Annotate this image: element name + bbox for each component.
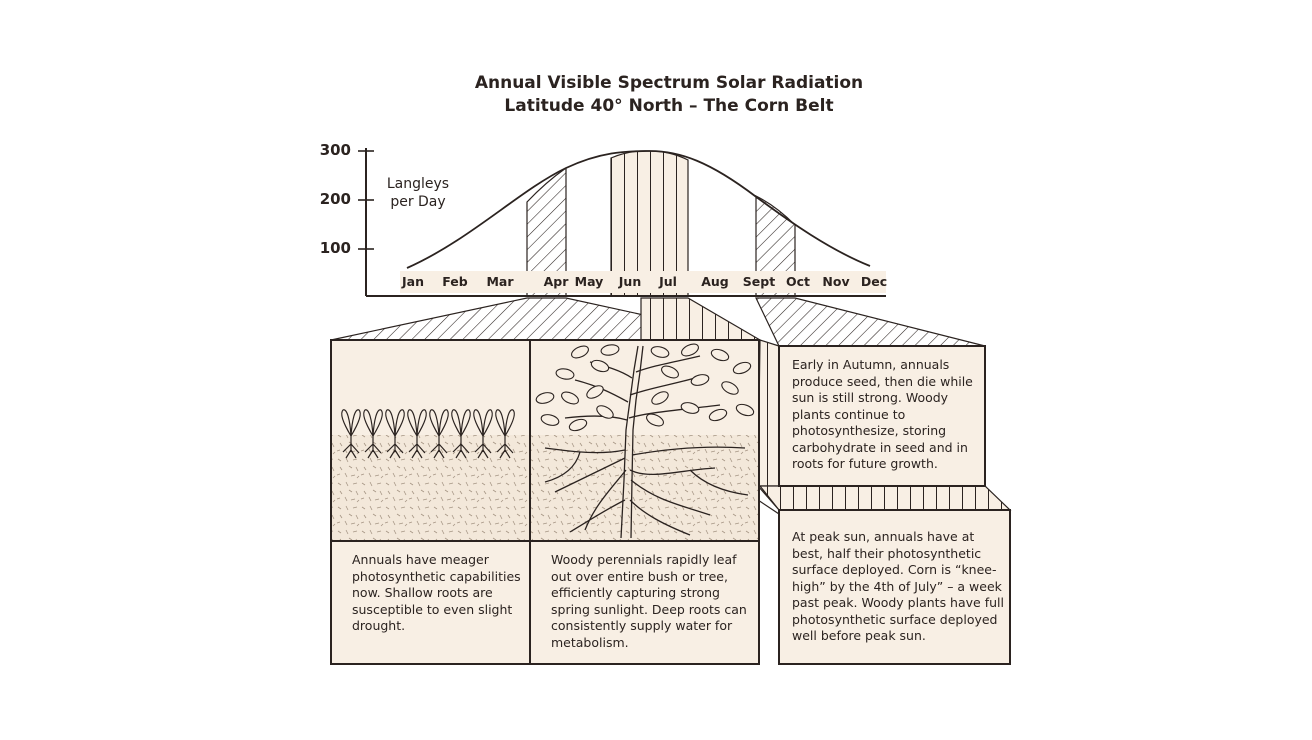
month-label-jul: Jul — [659, 274, 677, 289]
month-label-nov: Nov — [822, 274, 850, 289]
leaf — [681, 343, 699, 357]
y-axis-label: Langleys per Day — [378, 175, 458, 211]
month-label-jan: Jan — [402, 274, 424, 289]
peak-sun-box — [778, 509, 1011, 665]
leaf — [710, 348, 730, 362]
leaf — [708, 408, 728, 422]
month-band — [400, 271, 886, 293]
leaf — [540, 414, 560, 426]
leaf — [661, 365, 679, 379]
peak-sun-caption: At peak sun, annuals have at best, half … — [792, 529, 1004, 643]
y-axis-label-line-2: per Day — [390, 194, 446, 210]
autumn-box — [778, 345, 986, 487]
seedling — [363, 409, 383, 459]
leaf — [586, 385, 604, 399]
leaf — [735, 403, 755, 417]
leaf — [596, 405, 614, 419]
seedling — [451, 409, 471, 459]
peak-projection — [640, 297, 763, 341]
leaf — [651, 391, 669, 405]
title-line-2: Latitude 40° North – The Corn Belt — [504, 96, 834, 116]
leaf — [555, 368, 575, 380]
seedling — [495, 409, 515, 459]
month-label-sept: Sept — [742, 274, 776, 289]
month-label-dec: Dec — [860, 274, 888, 289]
month-label-may: May — [574, 274, 604, 289]
tree-leaves — [535, 343, 755, 432]
leaf — [732, 361, 752, 375]
seedling — [473, 409, 493, 459]
month-label-jun: Jun — [618, 274, 642, 289]
title-line-1: Annual Visible Spectrum Solar Radiation — [474, 73, 864, 93]
seedling — [385, 409, 405, 459]
leaf — [590, 359, 610, 373]
month-label-aug: Aug — [701, 274, 729, 289]
month-label-apr: Apr — [543, 274, 569, 289]
leaf — [600, 344, 620, 356]
month-label-oct: Oct — [785, 274, 810, 289]
y-tick-label-300: 300 — [319, 141, 351, 159]
leaf — [721, 381, 739, 395]
leaf — [650, 346, 670, 358]
leaf — [646, 413, 664, 427]
leaf — [680, 402, 700, 414]
radiation-curve — [406, 150, 871, 269]
seedling — [341, 409, 361, 459]
annuals-caption: Annuals have meager photosynthetic capab… — [352, 552, 521, 633]
y-tick-label-200: 200 — [319, 190, 351, 208]
leaf — [571, 345, 589, 359]
leaf — [535, 392, 555, 404]
month-label-feb: Feb — [442, 274, 468, 289]
annuals-soil — [332, 435, 529, 541]
peak-side-projection — [757, 339, 780, 487]
leaf — [568, 418, 588, 432]
y-axis-label-line-1: Langleys — [386, 176, 450, 192]
leaf — [561, 391, 579, 405]
leaf — [690, 374, 710, 386]
seedling — [429, 409, 449, 459]
month-label-mar: Mar — [486, 274, 514, 289]
y-tick-label-100: 100 — [319, 239, 351, 257]
seedling — [407, 409, 427, 459]
peak-lower-projection — [758, 485, 1012, 511]
autumn-projection — [755, 297, 986, 347]
tree-trunk-and-roots — [544, 345, 749, 539]
annual-seedlings — [341, 409, 515, 459]
autumn-caption: Early in Autumn, annuals produce seed, t… — [792, 357, 973, 471]
perennials-caption: Woody perennials rapidly leaf out over e… — [551, 552, 747, 650]
